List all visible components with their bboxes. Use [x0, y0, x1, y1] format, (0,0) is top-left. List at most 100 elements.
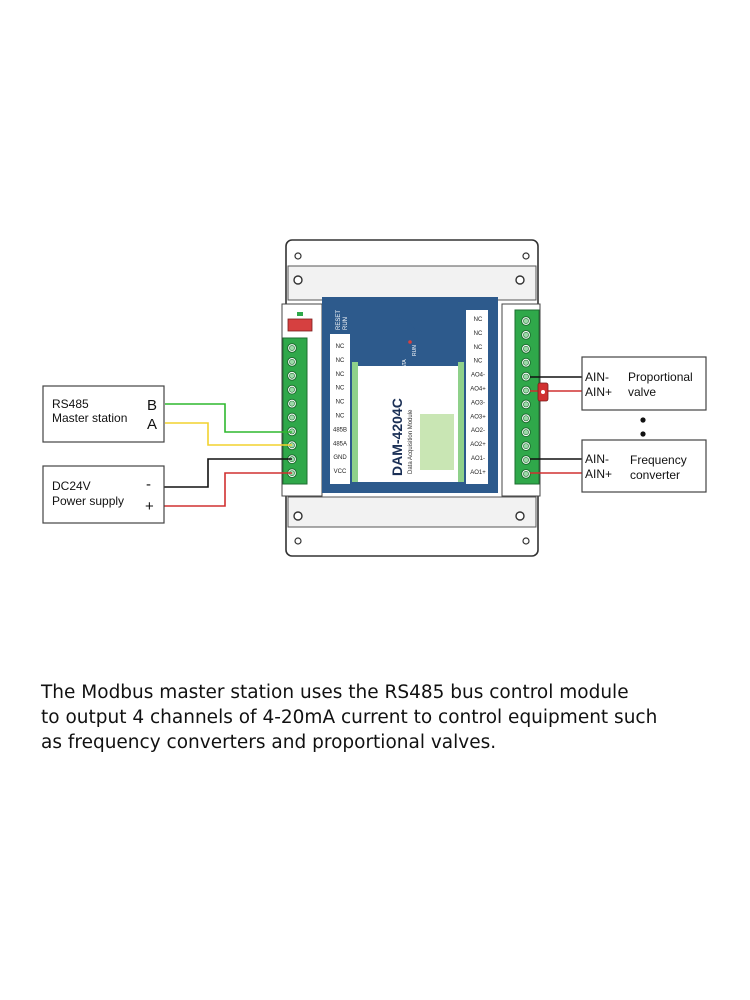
right-terminal-label: AO3+: [470, 414, 486, 420]
terminal-screw-head: [289, 400, 295, 407]
continuation-dots: [640, 417, 646, 437]
wire-rs485-b: [165, 403, 292, 433]
wire-gnd: [160, 458, 292, 488]
rs485-master-box: RS485 Master station B A: [42, 385, 165, 443]
screw-hole: [515, 275, 525, 285]
terminal-screw-head: [289, 386, 295, 393]
label-panel: DAM-4204C Data Acquisition Module DATA R…: [322, 297, 498, 493]
right-terminal-label: NC: [474, 331, 483, 337]
converter-line1: Frequency: [630, 453, 687, 467]
right-terminal-label: AO4+: [470, 387, 486, 393]
rs485-pin-b: B: [147, 397, 157, 414]
terminal-screw-head: [523, 415, 529, 422]
terminal-screw-head: [523, 373, 529, 380]
left-terminal-label: NC: [336, 344, 345, 350]
screw-hole: [294, 537, 302, 545]
screw-hole: [515, 511, 525, 521]
module-subtitle: Data Acquisition Module: [408, 409, 414, 474]
right-terminal-label: AO4-: [471, 373, 485, 379]
status-label-run: RUN: [412, 345, 418, 356]
top-rail: [287, 265, 537, 301]
terminal-screw-head: [523, 429, 529, 436]
spec-table: [420, 414, 454, 470]
left-terminal-label: NC: [336, 386, 345, 392]
valve-ain-plus: AIN+: [585, 385, 612, 399]
screw-hole: [293, 511, 303, 521]
screw-hole: [522, 252, 530, 260]
rs485-title: RS485: [52, 397, 89, 411]
left-terminal-screws: [287, 343, 297, 479]
valve-line1: Proportional: [628, 370, 693, 384]
rs485-pin-a: A: [147, 416, 157, 433]
power-plus: +: [145, 498, 154, 515]
terminal-screw-head: [523, 359, 529, 366]
left-terminal-label: NC: [336, 372, 345, 378]
terminal-screw-head: [523, 318, 529, 324]
valve-box-frame: [581, 356, 707, 411]
right-terminal-label: AO1-: [471, 456, 485, 462]
terminal-screw-head: [289, 372, 295, 379]
right-terminal-block: [514, 309, 540, 485]
status-led: [408, 340, 412, 344]
terminal-screw-head: [523, 470, 529, 477]
screw-hole: [294, 252, 302, 260]
dot: [640, 431, 646, 437]
converter-ain-minus: AIN-: [585, 452, 609, 466]
terminal-screw-head: [289, 414, 295, 421]
right-terminal-label: NC: [474, 359, 483, 365]
valve-line2: valve: [628, 385, 656, 399]
terminal-screw-head: [523, 401, 529, 408]
screw-hole: [293, 275, 303, 285]
right-terminal-label: AO2+: [470, 442, 486, 448]
caption-line: The Modbus master station uses the RS485…: [41, 682, 629, 703]
valve-ain-minus: AIN-: [585, 370, 609, 384]
converter-line2: converter: [630, 468, 680, 482]
dip-switch-body[interactable]: [287, 318, 313, 332]
frequency-converter-box: AIN- AIN+ Frequency converter: [581, 439, 707, 493]
rs485-box-frame: [42, 385, 165, 443]
screw-hole: [522, 537, 530, 545]
left-terminal-label: 485B: [333, 427, 347, 433]
caption: The Modbus master station uses the RS485…: [41, 680, 721, 755]
terminal-screw-head: [289, 358, 295, 365]
right-terminal-label: NC: [474, 345, 483, 351]
left-terminal-label: NC: [336, 414, 345, 420]
left-terminal-block: [282, 337, 308, 485]
power-minus: -: [146, 476, 151, 493]
power-subtitle: Power supply: [52, 494, 124, 508]
wire-clip: [537, 382, 549, 402]
terminal-screw-head: [523, 443, 529, 449]
converter-box-frame: [581, 439, 707, 493]
left-terminal-labels-bg: [330, 334, 350, 484]
dip-switch[interactable]: [287, 312, 313, 332]
caption-line: as frequency converters and proportional…: [41, 732, 497, 753]
terminal-screw-head: [523, 387, 529, 394]
dot: [640, 417, 646, 423]
left-terminal-label: NC: [336, 358, 345, 364]
wiring-diagram: DAM-4204C Data Acquisition Module DATA R…: [42, 239, 707, 557]
caption-line: to output 4 channels of 4-20mA current t…: [41, 707, 658, 728]
wire-vcc: [160, 472, 292, 507]
model-label: DAM-4204C: [389, 398, 405, 476]
left-power-stripe: [352, 362, 358, 482]
terminal-screw-head: [289, 345, 295, 351]
switch-label-reset: RESET: [336, 310, 342, 330]
right-terminal-label: AO2-: [471, 428, 485, 434]
right-io-stripe: [458, 362, 464, 482]
switch-label-run: RUN: [343, 317, 349, 330]
terminal-screw-head: [523, 457, 529, 463]
left-terminal-label: 485A: [333, 441, 347, 447]
converter-ain-plus: AIN+: [585, 467, 612, 481]
terminal-screw-head: [523, 331, 529, 338]
left-terminal-label: VCC: [334, 469, 347, 475]
terminal-screw-head: [523, 345, 529, 352]
left-terminal-label: GND: [333, 455, 347, 461]
dip-switch-led: [297, 312, 303, 316]
proportional-valve-box: AIN- AIN+ Proportional valve: [581, 356, 707, 411]
right-terminal-labels-bg: [466, 310, 488, 484]
power-title: DC24V: [52, 479, 91, 493]
bottom-rail: [287, 496, 537, 528]
right-terminal-label: AO3-: [471, 400, 485, 406]
